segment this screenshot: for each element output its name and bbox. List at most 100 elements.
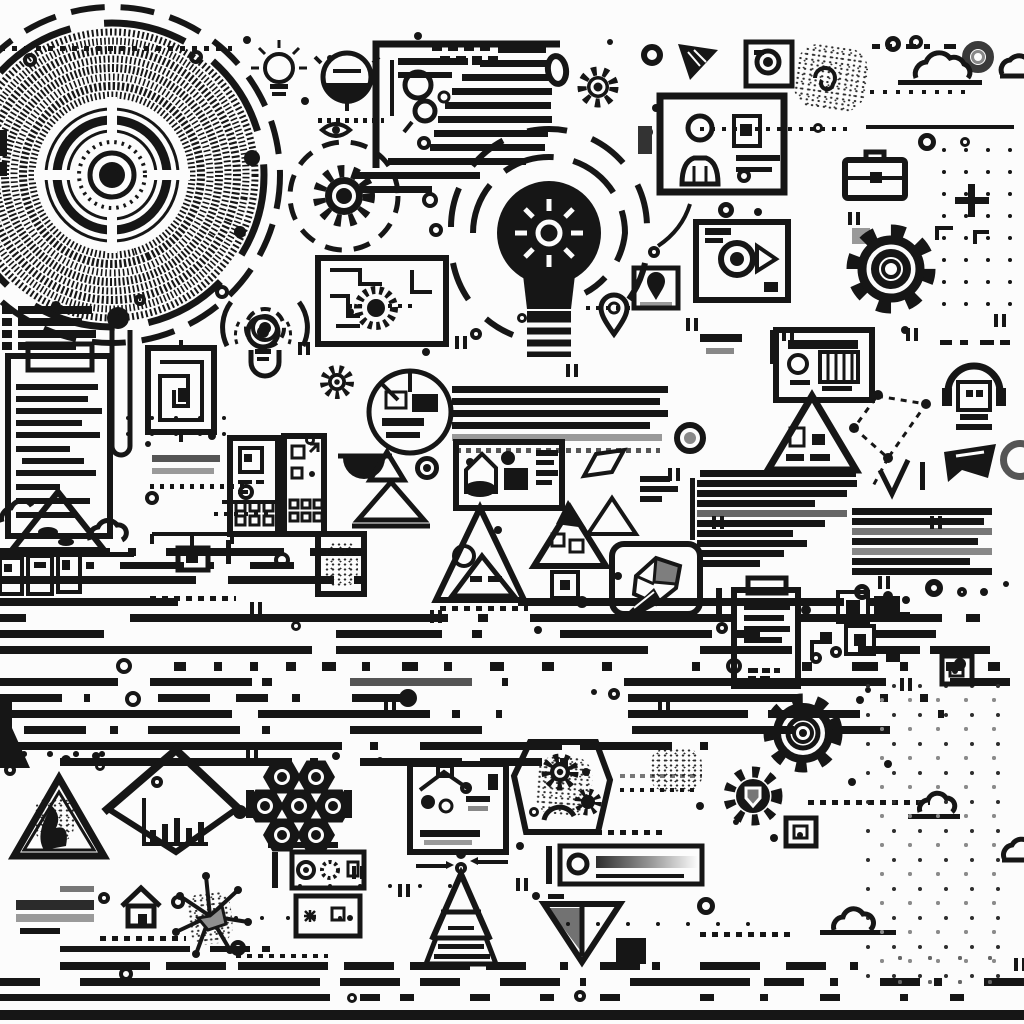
texture-bar bbox=[628, 694, 800, 702]
texture-dash bbox=[760, 932, 766, 937]
texture-bar bbox=[148, 726, 240, 734]
texture-bar bbox=[362, 662, 370, 671]
grid-dot bbox=[387, 883, 393, 889]
tick-mark bbox=[694, 318, 698, 331]
grid-dot bbox=[745, 921, 751, 927]
texture-ring bbox=[648, 246, 660, 258]
grid-dot bbox=[865, 944, 871, 950]
texture-ring bbox=[697, 897, 715, 915]
cube-box-icon bbox=[609, 541, 703, 617]
grid-dot bbox=[908, 872, 912, 876]
sun-gear-icon bbox=[763, 693, 843, 773]
texture-ring bbox=[145, 491, 159, 505]
texture-bar bbox=[697, 500, 815, 507]
grid-dot bbox=[880, 872, 884, 876]
texture-block bbox=[690, 478, 695, 540]
texture-dash bbox=[700, 127, 704, 131]
texture-bar bbox=[350, 726, 482, 734]
texture-dash bbox=[870, 90, 874, 94]
texture-bar bbox=[336, 646, 648, 654]
texture-dash bbox=[808, 800, 814, 805]
tick-mark bbox=[455, 336, 459, 349]
texture-dash bbox=[120, 46, 125, 51]
texture-bar bbox=[60, 946, 190, 952]
texture-bar bbox=[868, 598, 878, 606]
texture-bar bbox=[700, 962, 760, 970]
texture-bar bbox=[600, 994, 620, 1001]
texture-dash bbox=[269, 954, 274, 958]
grid-dot bbox=[943, 741, 949, 747]
grid-dot bbox=[908, 959, 912, 963]
grid-dot bbox=[908, 727, 912, 731]
grid-dot bbox=[963, 257, 969, 263]
grid-dot bbox=[943, 915, 949, 921]
texture-bar bbox=[228, 576, 334, 584]
texture-dash bbox=[12, 46, 17, 51]
maze-square-icon bbox=[145, 340, 217, 442]
texture-dash bbox=[363, 118, 367, 123]
texture-dash bbox=[210, 596, 216, 601]
texture-bar bbox=[174, 662, 186, 671]
grid-dot bbox=[964, 698, 968, 702]
texture-block bbox=[16, 900, 94, 910]
texture-bar bbox=[480, 60, 550, 67]
texture-block bbox=[548, 894, 564, 899]
texture-bar bbox=[630, 978, 750, 986]
texture-dash bbox=[198, 596, 204, 601]
texture-dash bbox=[883, 90, 887, 94]
texture-dot bbox=[980, 588, 988, 596]
texture-bar bbox=[980, 340, 994, 345]
texture-bar bbox=[632, 726, 794, 734]
texture-dash bbox=[630, 788, 634, 792]
texture-dash bbox=[318, 118, 322, 123]
texture-bar bbox=[16, 432, 100, 438]
node-link-icon bbox=[402, 69, 451, 134]
texture-dash bbox=[291, 954, 296, 958]
briefcase-icon bbox=[842, 149, 908, 201]
texture-bar bbox=[852, 538, 978, 545]
texture-bar bbox=[0, 646, 312, 654]
texture-dash bbox=[843, 127, 847, 131]
tick-mark bbox=[246, 748, 250, 761]
grid-dot bbox=[891, 915, 897, 921]
texture-dot bbox=[901, 326, 909, 334]
texture-dash bbox=[506, 448, 511, 453]
texture-bar bbox=[472, 630, 482, 638]
texture-block bbox=[920, 462, 925, 490]
grid-dot bbox=[715, 921, 721, 927]
grid-dot bbox=[995, 770, 1001, 776]
texture-ring bbox=[95, 761, 105, 771]
texture-ring bbox=[517, 313, 527, 323]
texture-bar bbox=[560, 962, 568, 970]
grid-dot bbox=[880, 785, 884, 789]
texture-dash bbox=[200, 484, 204, 489]
texture-dot bbox=[301, 97, 309, 105]
texture-dash bbox=[228, 46, 232, 51]
texture-block bbox=[60, 886, 94, 892]
texture-bar bbox=[60, 758, 292, 766]
media-card-icon bbox=[453, 439, 565, 511]
grid-dot bbox=[222, 432, 226, 436]
texture-bar bbox=[774, 668, 780, 673]
texture-dot bbox=[696, 802, 704, 810]
texture-dash bbox=[150, 596, 156, 601]
texture-dash bbox=[712, 932, 718, 937]
texture-block bbox=[478, 860, 508, 864]
grid-dot bbox=[880, 756, 884, 760]
texture-ring bbox=[971, 50, 985, 64]
grid-dot bbox=[917, 944, 923, 950]
texture-dash bbox=[596, 448, 601, 453]
texture-ring bbox=[960, 137, 970, 147]
triangle-badge-icon bbox=[431, 501, 529, 603]
texture-dash bbox=[832, 800, 838, 805]
texture-dash bbox=[488, 606, 494, 611]
grid-dot bbox=[941, 301, 947, 307]
texture-dot bbox=[414, 32, 422, 40]
texture-bar bbox=[424, 840, 472, 845]
grid-dot bbox=[260, 916, 264, 920]
texture-dash bbox=[922, 90, 926, 94]
texture-dash bbox=[799, 127, 803, 131]
grid-dot bbox=[891, 973, 897, 979]
texture-bar bbox=[130, 614, 448, 622]
